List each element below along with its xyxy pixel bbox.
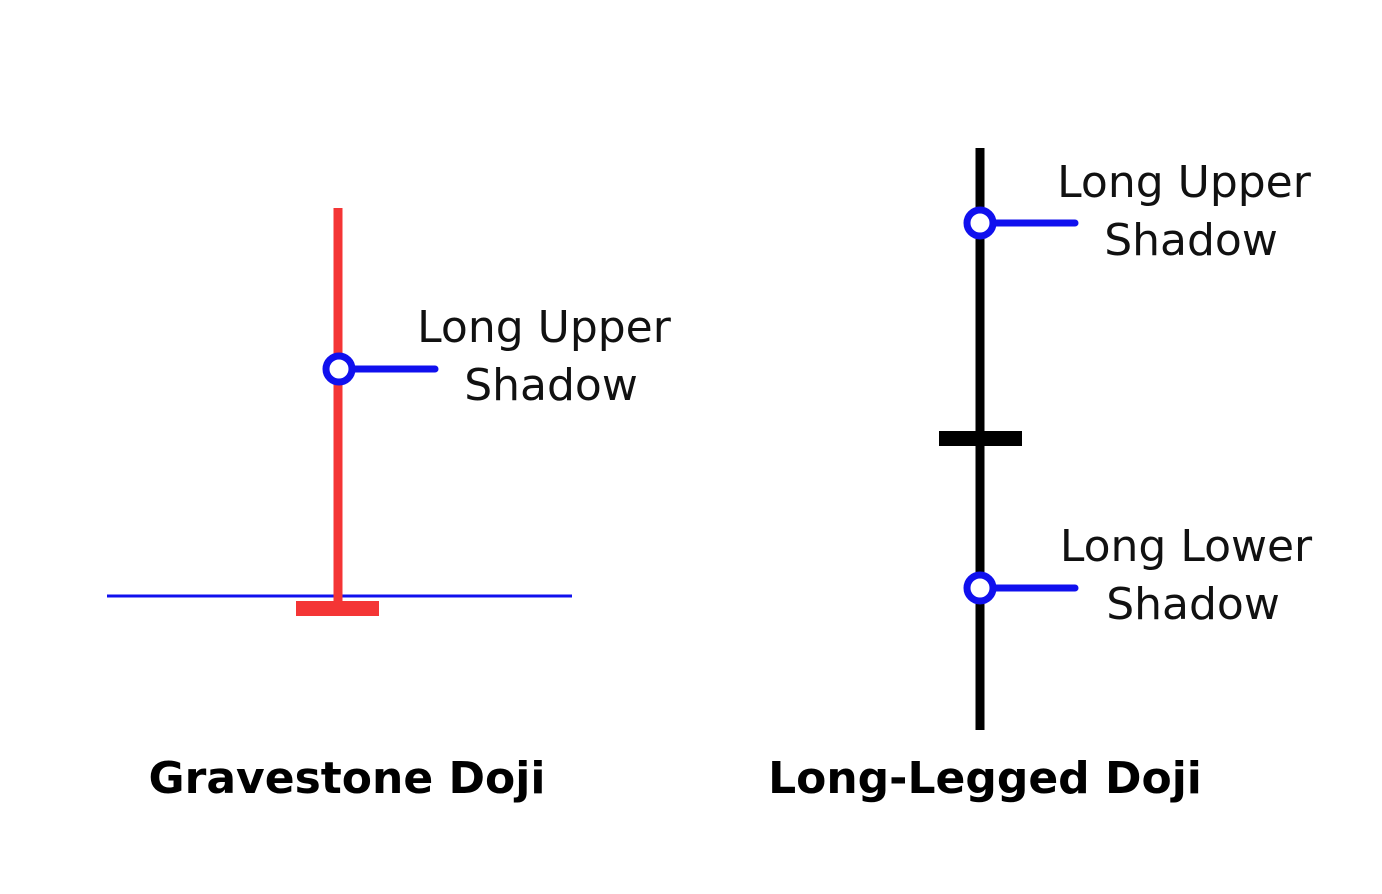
- long-legged-upper-shadow-label-line1: Long Upper: [1057, 157, 1312, 208]
- long-legged-lower-shadow-label-line2: Shadow: [1106, 579, 1280, 630]
- svg-text:Long Lower Shadow: Long Lower Shadow: [1060, 521, 1326, 630]
- long-legged-lower-shadow-label-line1: Long Lower: [1060, 521, 1313, 572]
- svg-text:Long Upper Shadow: Long Upper Shadow: [417, 302, 685, 411]
- long-legged-upper-callout-marker: [963, 206, 997, 240]
- long-legged-doji-title: Long-Legged Doji: [768, 753, 1202, 804]
- svg-text:Long Upper Shadow: Long Upper Shadow: [1057, 157, 1325, 266]
- gravestone-doji: Long Upper Shadow Gravestone Doji: [107, 208, 685, 804]
- long-legged-lower-callout-marker: [963, 571, 997, 605]
- gravestone-upper-shadow-label-line2: Shadow: [464, 360, 638, 411]
- long-legged-body: [939, 431, 1022, 446]
- long-legged-upper-shadow-label-line2: Shadow: [1104, 215, 1278, 266]
- gravestone-doji-title: Gravestone Doji: [149, 753, 546, 804]
- gravestone-body: [296, 601, 379, 616]
- gravestone-upper-shadow-label-line1: Long Upper: [417, 302, 672, 353]
- gravestone-upper-callout-marker: [322, 352, 356, 386]
- long-legged-doji: Long Upper Shadow Long Lower Shadow Long…: [768, 148, 1326, 804]
